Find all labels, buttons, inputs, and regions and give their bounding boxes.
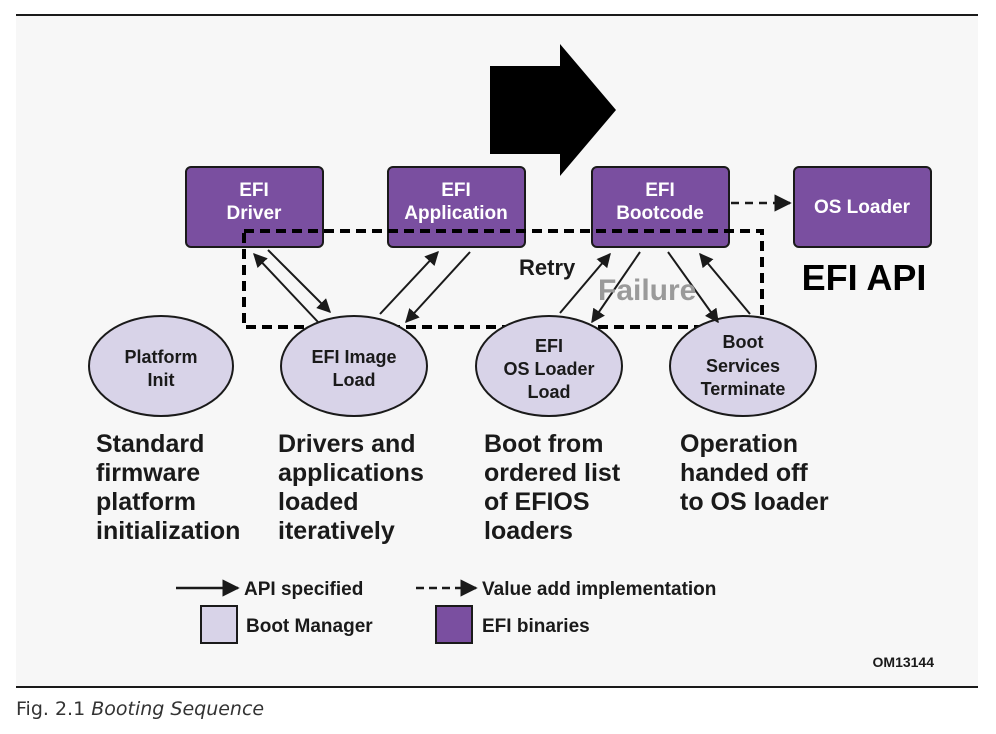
legend-boot-manager: Boot Manager xyxy=(246,616,373,637)
direction-arrow-icon xyxy=(490,44,616,176)
platform-init-label-1: Platform xyxy=(124,347,197,367)
figure-id: OM13144 xyxy=(873,654,935,670)
efi-bootcode-label-1: EFI xyxy=(645,180,675,201)
efi-driver-label-2: Driver xyxy=(227,203,283,224)
boot-services-terminate-label-1: Boot xyxy=(723,332,764,352)
efi-driver-node: EFI Driver xyxy=(185,166,324,248)
efi-application-label-2: Application xyxy=(404,203,507,224)
efi-image-load-node: EFI Image Load xyxy=(280,315,428,417)
efi-api-label: EFI API xyxy=(802,257,927,298)
efi-application-label-1: EFI xyxy=(441,180,471,201)
legend-efi-binaries: EFI binaries xyxy=(482,616,590,637)
os-loader-load-desc-4: loaders xyxy=(484,517,573,545)
efi-driver-label-1: EFI xyxy=(239,180,269,201)
platform-init-desc-2: firmware xyxy=(96,459,200,487)
platform-init-desc-1: Standard xyxy=(96,430,204,458)
terminate-desc-2: handed off xyxy=(680,459,808,487)
image-load-desc-2: applications xyxy=(278,459,424,487)
efi-bootcode-label-2: Bootcode xyxy=(616,203,704,224)
efi-os-loader-load-label-1: EFI xyxy=(535,336,563,356)
failure-label: Failure xyxy=(598,274,696,307)
efi-bootcode-node: EFI Bootcode xyxy=(591,166,730,248)
bottom-rule xyxy=(16,686,978,688)
image-load-desc-3: loaded xyxy=(278,488,359,516)
retry-label: Retry xyxy=(519,255,576,280)
legend-efi-binaries-swatch xyxy=(435,605,473,644)
caption-number: Fig. 2.1 xyxy=(16,698,86,720)
efi-image-load-label-1: EFI Image xyxy=(311,347,396,367)
legend-value-add: Value add implementation xyxy=(482,579,716,600)
os-loader-load-desc-2: ordered list xyxy=(484,459,621,487)
image-load-desc-1: Drivers and xyxy=(278,430,416,458)
os-loader-node: OS Loader xyxy=(793,166,932,248)
boot-services-terminate-label-3: Terminate xyxy=(701,379,786,399)
platform-init-desc-4: initialization xyxy=(96,517,240,545)
legend: API specified Value add implementation B… xyxy=(176,579,716,644)
figure-caption: Fig. 2.1 Booting Sequence xyxy=(16,698,264,720)
boot-services-terminate-node: Boot Services Terminate xyxy=(669,315,817,417)
efi-image-load-label-2: Load xyxy=(333,370,376,390)
top-rule xyxy=(16,14,978,16)
boot-services-terminate-label-2: Services xyxy=(706,356,780,376)
efi-os-loader-load-label-2: OS Loader xyxy=(503,359,594,379)
legend-boot-manager-swatch xyxy=(200,605,238,644)
efi-os-loader-load-node: EFI OS Loader Load xyxy=(475,315,623,417)
image-load-desc-4: iteratively xyxy=(278,517,395,545)
platform-init-label-2: Init xyxy=(148,370,175,390)
efi-application-node: EFI Application xyxy=(387,166,526,248)
os-loader-label: OS Loader xyxy=(814,197,911,218)
os-loader-load-desc-3: of EFIOS xyxy=(484,488,590,516)
efi-os-loader-load-label-3: Load xyxy=(528,382,571,402)
booting-sequence-diagram: EFI Driver EFI Application EFI Bootcode … xyxy=(88,44,935,670)
os-loader-load-desc-1: Boot from xyxy=(484,430,603,458)
terminate-desc-1: Operation xyxy=(680,430,798,458)
caption-title: Booting Sequence xyxy=(91,698,265,720)
api-arrows xyxy=(253,249,751,324)
terminate-desc-3: to OS loader xyxy=(680,488,829,516)
platform-init-node: Platform Init xyxy=(88,315,234,417)
legend-api-specified: API specified xyxy=(244,579,363,600)
platform-init-desc-3: platform xyxy=(96,488,196,516)
